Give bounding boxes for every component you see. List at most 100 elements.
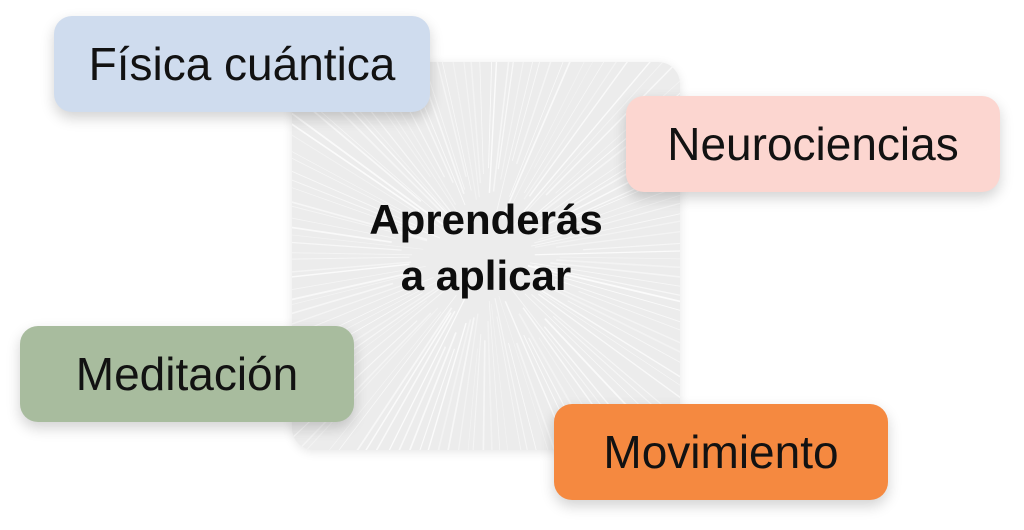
burst-ray xyxy=(540,282,680,353)
burst-ray xyxy=(292,282,394,315)
burst-ray xyxy=(487,320,493,450)
burst-ray xyxy=(292,85,443,218)
burst-ray xyxy=(292,91,422,202)
tag-fisica-cuantica-label: Física cuántica xyxy=(88,38,396,90)
burst-ray xyxy=(292,277,434,336)
burst-ray xyxy=(292,205,428,242)
burst-ray xyxy=(457,313,479,450)
burst-ray xyxy=(578,290,680,331)
burst-ray xyxy=(292,252,412,256)
burst-ray xyxy=(292,234,424,250)
burst-ray xyxy=(488,301,501,450)
burst-ray xyxy=(292,157,416,221)
burst-ray xyxy=(427,322,467,450)
burst-ray xyxy=(488,62,493,169)
tag-neurociencias-label: Neurociencias xyxy=(667,118,959,170)
burst-ray xyxy=(398,346,447,450)
burst-ray xyxy=(523,62,617,200)
burst-ray xyxy=(540,289,680,378)
burst-ray xyxy=(292,226,392,243)
burst-ray xyxy=(447,317,475,450)
burst-ray xyxy=(292,201,428,241)
radial-burst-texture xyxy=(292,62,680,450)
burst-ray xyxy=(492,62,510,192)
burst-ray xyxy=(540,279,680,344)
burst-ray xyxy=(419,348,455,450)
burst-ray xyxy=(292,179,441,239)
burst-ray xyxy=(292,263,410,278)
burst-ray xyxy=(491,303,508,450)
burst-ray xyxy=(548,185,680,234)
burst-ray xyxy=(552,315,680,431)
burst-ray xyxy=(550,262,680,278)
burst-ray xyxy=(531,293,680,421)
burst-ray xyxy=(550,273,680,311)
burst-ray xyxy=(555,230,680,248)
burst-ray xyxy=(515,342,556,450)
burst-ray xyxy=(292,256,410,260)
burst-ray xyxy=(463,62,480,198)
burst-ray xyxy=(388,295,467,450)
burst-ray xyxy=(497,62,514,170)
burst-ray xyxy=(292,273,405,301)
burst-ray xyxy=(292,278,421,325)
burst-ray xyxy=(292,123,421,212)
burst-ray xyxy=(534,250,680,256)
burst-ray xyxy=(479,62,484,175)
burst-ray xyxy=(292,170,421,228)
burst-ray xyxy=(305,307,439,450)
burst-ray xyxy=(494,298,528,450)
tag-meditacion: Meditación xyxy=(20,326,354,422)
tag-meditacion-label: Meditación xyxy=(75,348,299,400)
burst-ray xyxy=(511,62,541,161)
burst-ray xyxy=(375,310,456,450)
burst-ray xyxy=(523,62,651,212)
burst-ray xyxy=(292,271,424,305)
center-title: Aprenderás a aplicar xyxy=(369,192,602,304)
burst-ray xyxy=(531,213,680,247)
burst-ray xyxy=(529,92,680,220)
burst-ray xyxy=(503,62,585,221)
burst-ray xyxy=(452,62,478,200)
burst-ray xyxy=(292,241,402,251)
burst-ray xyxy=(496,62,534,212)
burst-ray xyxy=(538,194,680,240)
tag-fisica-cuantica: Física cuántica xyxy=(54,16,430,112)
burst-ray xyxy=(436,62,467,178)
burst-ray xyxy=(556,259,680,269)
burst-ray xyxy=(528,62,629,197)
burst-ray xyxy=(533,62,593,169)
burst-ray xyxy=(467,348,478,450)
burst-ray xyxy=(292,187,414,231)
burst-ray xyxy=(482,340,486,450)
burst-ray xyxy=(515,62,552,165)
burst-ray xyxy=(510,288,637,450)
burst-ray xyxy=(555,278,680,323)
burst-ray xyxy=(488,62,498,193)
burst-ray xyxy=(315,62,451,216)
burst-ray xyxy=(470,62,482,184)
burst-ray xyxy=(365,312,452,450)
burst-ray xyxy=(524,62,605,193)
burst-ray xyxy=(496,316,522,450)
burst-ray xyxy=(292,112,455,233)
burst-ray xyxy=(534,265,680,296)
burst-ray xyxy=(522,307,626,450)
center-card: Aprenderás a aplicar xyxy=(292,62,680,450)
burst-ray xyxy=(498,296,549,450)
burst-ray xyxy=(513,62,664,227)
burst-ray xyxy=(292,151,426,224)
burst-ray xyxy=(509,62,564,197)
burst-ray xyxy=(559,256,680,260)
burst-ray xyxy=(527,264,680,303)
burst-ray xyxy=(545,62,679,196)
tag-neurociencias: Neurociencias xyxy=(626,96,1000,192)
burst-ray xyxy=(500,62,524,180)
burst-ray xyxy=(582,242,680,251)
tag-movimiento: Movimiento xyxy=(554,404,888,500)
burst-ray xyxy=(537,293,680,399)
burst-ray xyxy=(338,295,457,450)
burst-ray xyxy=(437,319,472,450)
burst-ray xyxy=(328,311,442,450)
